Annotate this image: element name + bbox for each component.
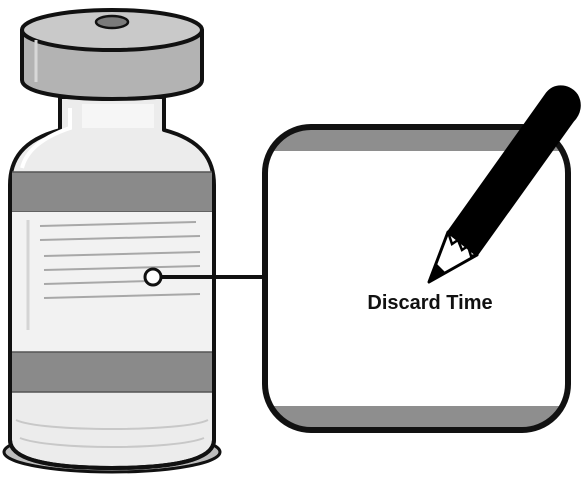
callout-band-bottom [265,406,568,430]
callout-connector [143,267,268,287]
label-writing-lines [39,221,201,299]
connector-dot [143,267,163,287]
vial-label-band-top [12,172,212,212]
cap-recess [94,14,130,30]
vial-icon [2,8,222,474]
pencil-icon [427,85,581,284]
vial-label-band-bottom [12,352,212,392]
callout-label: Discard Time [367,292,492,314]
vial-cap [20,8,204,101]
